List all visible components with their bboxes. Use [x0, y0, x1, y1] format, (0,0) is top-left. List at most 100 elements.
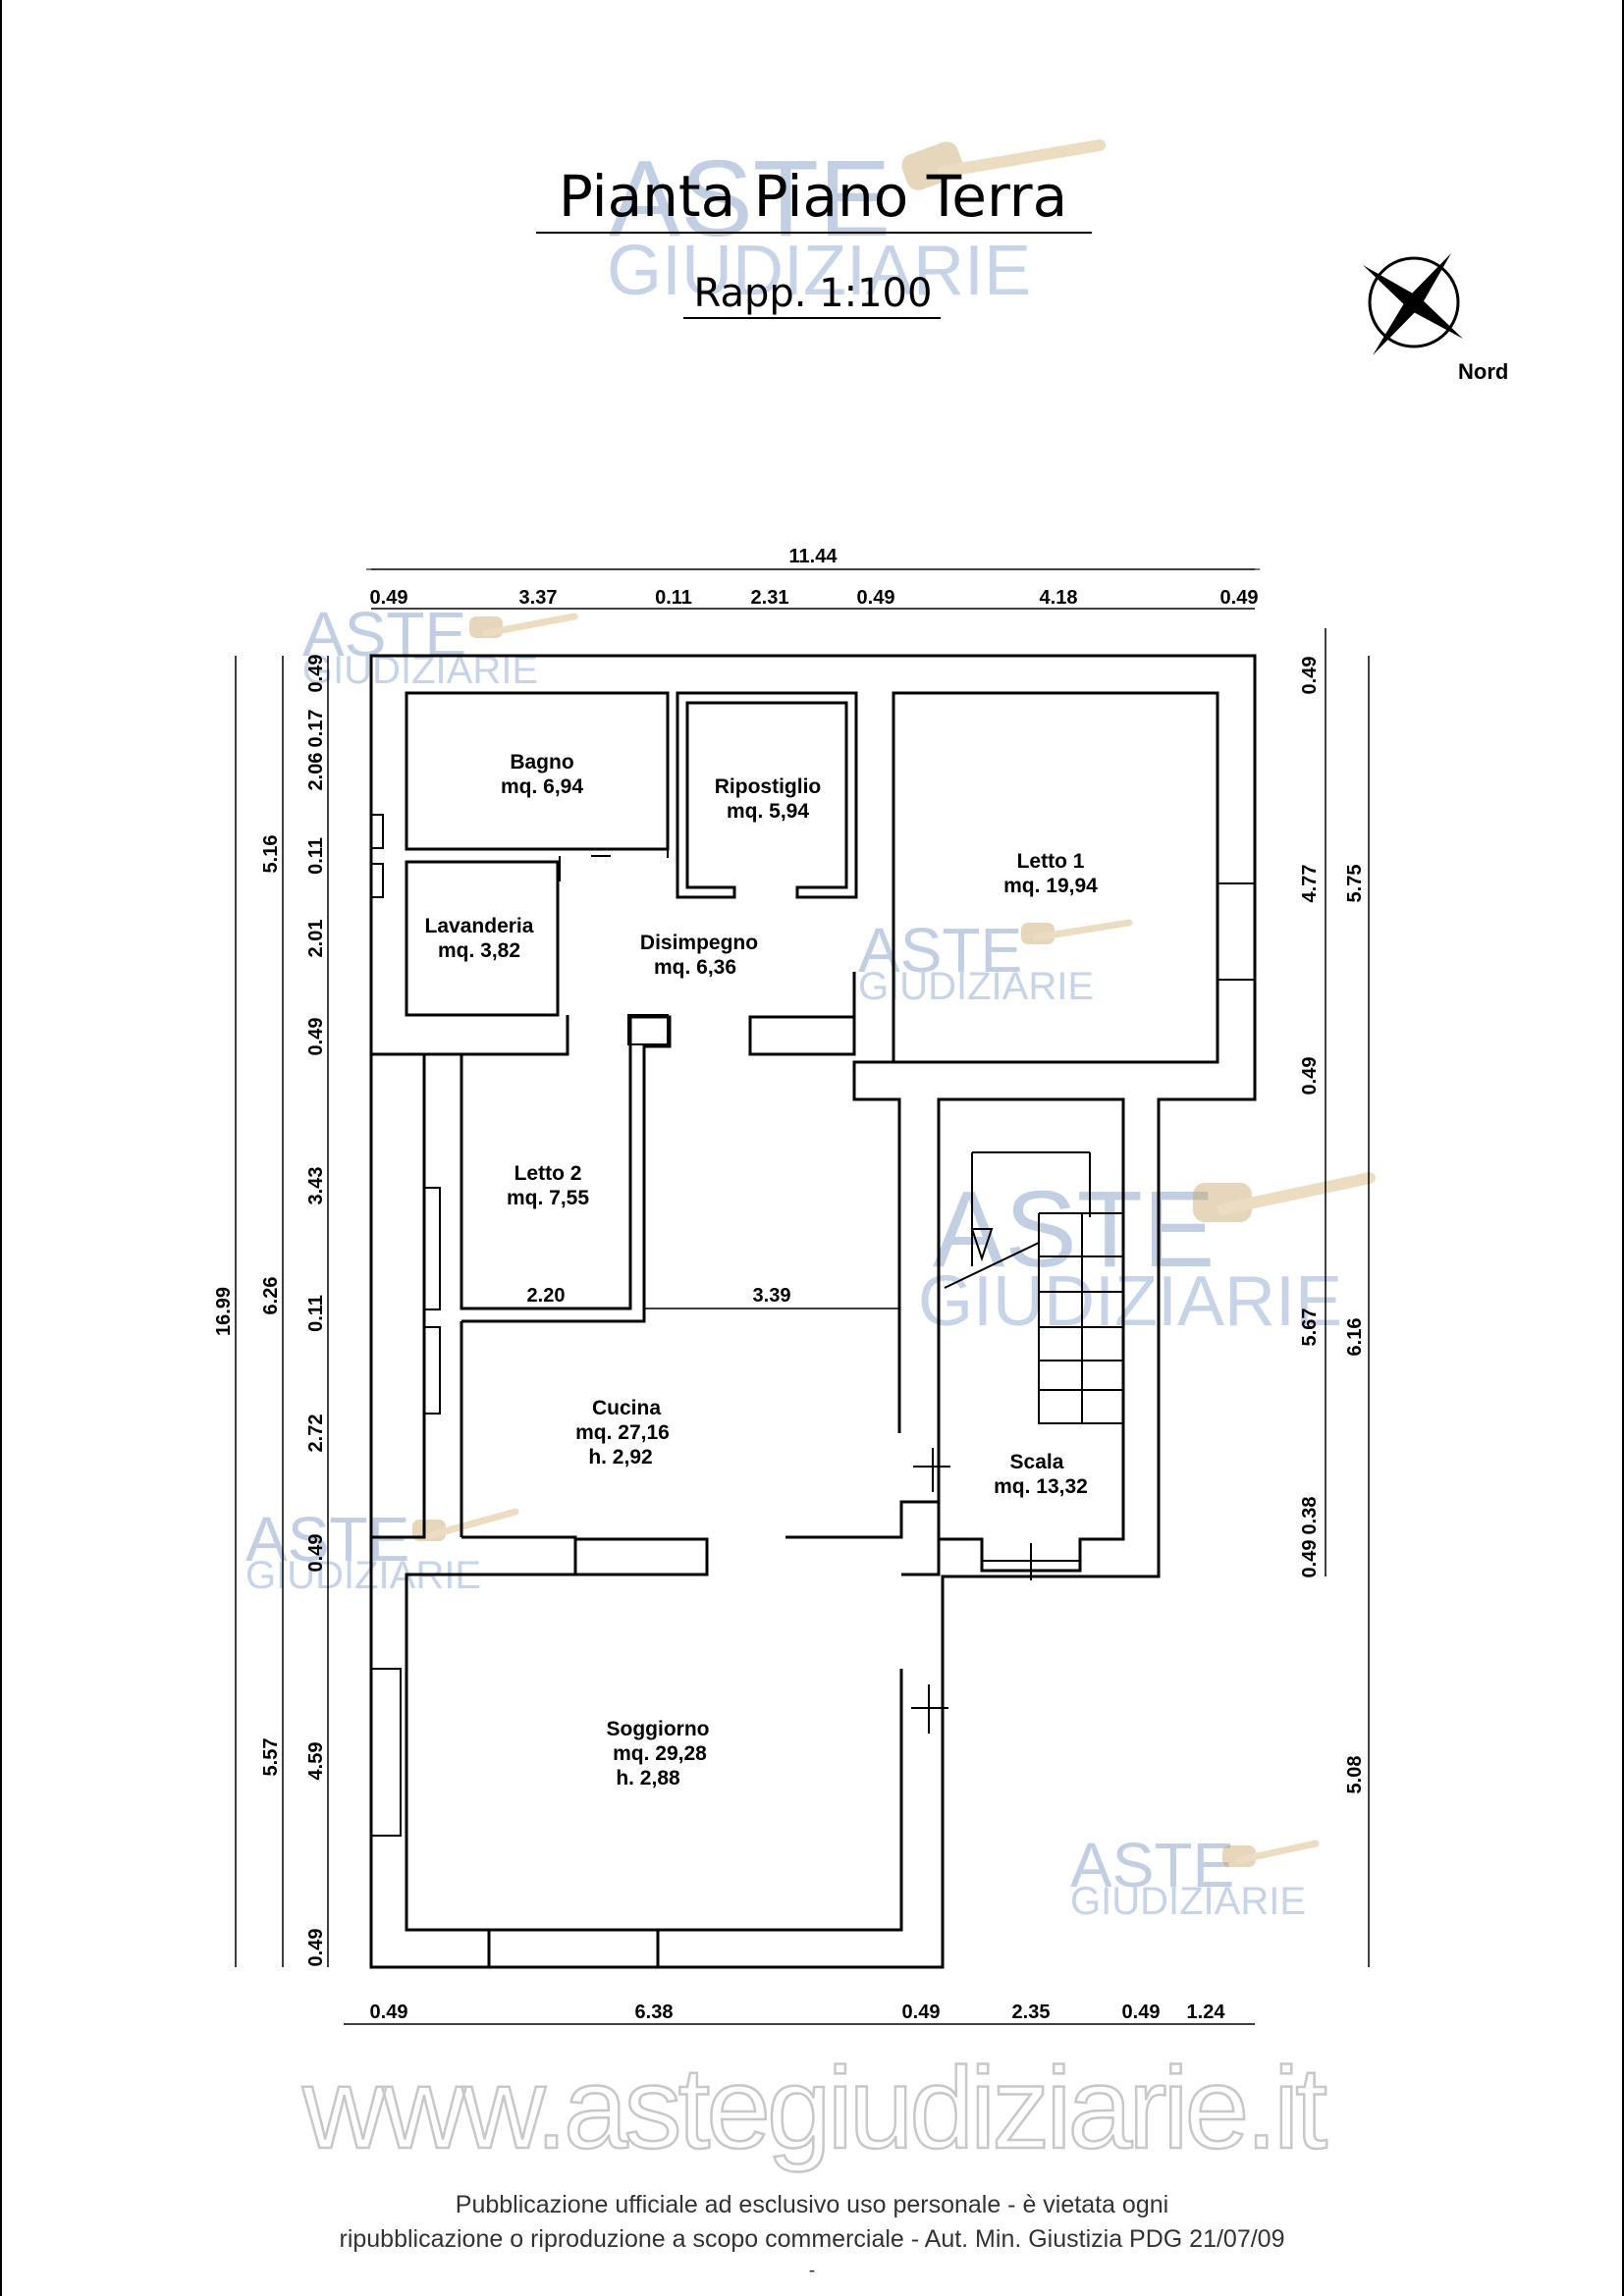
walls — [369, 654, 1257, 1969]
dim-total-width: 11.44 — [789, 546, 839, 567]
dim-left-inner-10: 0.49 — [305, 1534, 327, 1573]
dim-left-inner-1: 0.49 — [305, 655, 327, 693]
gavel-icon — [469, 613, 578, 638]
gavel-icon — [901, 139, 1106, 190]
plan-title: Pianta Piano Terra — [559, 163, 1067, 230]
room-ripostiglio-area: mq. 5,94 — [727, 800, 809, 823]
room-soggiorno-name: Soggiorno — [607, 1718, 710, 1740]
window-letto2 — [423, 1187, 441, 1310]
gavel-icon — [1021, 919, 1133, 944]
dim-right-inner-5: 0.49 — [1299, 1540, 1321, 1578]
dim-left-inner-8: 0.11 — [305, 1295, 327, 1332]
gavel-icon — [1193, 1172, 1376, 1222]
dim-bottom-3: 0.49 — [902, 2002, 941, 2023]
room-cucina-height: h. 2,92 — [588, 1446, 652, 1468]
watermark-giudiziarie: GIUDIZIARIE — [1070, 1880, 1306, 1923]
dim-bottom-1: 0.49 — [370, 2002, 408, 2023]
room-letto2-area: mq. 7,55 — [507, 1187, 589, 1209]
dims-top: 11.44 0.49 3.37 0.11 2.31 0.49 4.18 0.49 — [370, 546, 1259, 609]
room-disimpegno-name: Disimpegno — [640, 932, 758, 954]
dim-right-inner-4: 5.67 — [1299, 1308, 1321, 1347]
dim-bottom-2: 6.38 — [635, 2002, 674, 2023]
watermark-giudiziarie: GIUDIZIARIE — [607, 232, 1031, 310]
title-block: Pianta Piano Terra Rapp. 1:100 — [536, 163, 1092, 319]
room-labels: Bagno mq. 6,94 Ripostiglio mq. 5,94 Lett… — [425, 751, 1099, 1789]
room-ripostiglio-name: Ripostiglio — [715, 775, 822, 798]
dim-interior-2: 3.39 — [753, 1285, 791, 1307]
dim-top-4: 2.31 — [751, 587, 789, 609]
watermark-url: www.astegiudiziarie.it — [301, 2044, 1326, 2173]
dim-bottom-4: 2.35 — [1012, 2002, 1051, 2023]
room-disimpegno-area: mq. 6,36 — [654, 956, 736, 979]
dim-interior-1: 2.20 — [527, 1285, 566, 1307]
dim-bottom-6: 1.24 — [1187, 2002, 1226, 2023]
window-lavanderia — [370, 863, 384, 898]
watermark-left-bottom: ASTE GIUDIZIARIE — [245, 1504, 519, 1597]
dim-left-mid-2: 6.26 — [260, 1277, 282, 1315]
dim-top-7: 0.49 — [1220, 587, 1259, 609]
window-bagno — [370, 814, 384, 849]
watermark-giudiziarie: GIUDIZIARIE — [918, 1262, 1342, 1341]
lavanderia-wall — [405, 860, 560, 1017]
gavel-icon — [1222, 1840, 1320, 1867]
room-soggiorno-area: mq. 29,28 — [613, 1742, 707, 1765]
watermark-stair: ASTE GIUDIZIARIE — [918, 1169, 1376, 1341]
footer-line-1: Pubblicazione ufficiale ad esclusivo uso… — [455, 2191, 1169, 2218]
dim-left-inner-3: 0.17 — [305, 710, 327, 748]
room-letto1-name: Letto 1 — [1017, 850, 1085, 873]
dim-right-inner-1: 0.49 — [1299, 657, 1321, 695]
footer-line-2: ripubblicazione o riproduzione a scopo c… — [339, 2225, 1285, 2253]
dim-left-mid-1: 5.16 — [260, 835, 282, 874]
dim-left-inner-5: 2.01 — [305, 920, 327, 958]
dim-right-outer-2: 6.16 — [1344, 1318, 1366, 1357]
dimension-lines — [235, 568, 1370, 2025]
dim-top-3: 0.11 — [655, 587, 692, 609]
watermark-group: ASTE GIUDIZIARIE ASTE GIUDIZIARIE ASTE G… — [245, 138, 1376, 1923]
cucina-partition — [405, 1500, 941, 1932]
dim-total-height: 16.99 — [213, 1287, 235, 1336]
openings — [370, 814, 1256, 1837]
watermark-aste: ASTE — [1070, 1830, 1234, 1900]
dims-left: 16.99 5.16 6.26 5.57 0.49 2.06 0.17 0.11… — [213, 655, 327, 1967]
watermark-top: ASTE GIUDIZIARIE — [607, 138, 1106, 310]
watermark-right-bottom: ASTE GIUDIZIARIE — [1070, 1830, 1320, 1923]
room-scala-area: mq. 13,32 — [994, 1475, 1088, 1498]
dim-top-5: 0.49 — [857, 587, 895, 609]
dim-left-inner-11: 4.59 — [305, 1742, 327, 1781]
ripostiglio-wall — [676, 691, 858, 899]
window-letto1 — [1217, 882, 1256, 981]
dim-right-inner-3: 0.49 — [1299, 1057, 1321, 1095]
dim-left-inner-6: 0.49 — [305, 1018, 327, 1056]
dims-right: 0.49 4.77 0.49 5.67 0.49 0.38 5.75 6.16 … — [1299, 657, 1366, 1794]
room-letto1-area: mq. 19,94 — [1003, 875, 1098, 897]
room-letto2-name: Letto 2 — [514, 1162, 582, 1185]
dim-left-inner-7: 3.43 — [305, 1167, 327, 1205]
room-cucina-name: Cucina — [592, 1397, 661, 1419]
dim-top-1: 0.49 — [370, 587, 408, 609]
plan-scale: Rapp. 1:100 — [694, 271, 933, 316]
scala-wall — [937, 1097, 1125, 1573]
room-cucina-area: mq. 27,16 — [575, 1421, 670, 1444]
room-scala-name: Scala — [1010, 1451, 1064, 1473]
dims-interior: 2.20 3.39 — [527, 1285, 791, 1307]
watermark-center-right: ASTE GIUDIZIARIE — [858, 915, 1133, 1008]
north-label: Nord — [1458, 359, 1508, 384]
watermark-left-top: ASTE GIUDIZIARIE — [302, 599, 578, 692]
footer-line-3: - — [808, 2260, 816, 2281]
dim-right-outer-1: 5.75 — [1344, 865, 1366, 903]
dim-left-inner-9: 2.72 — [305, 1415, 327, 1453]
room-lavanderia-area: mq. 3,82 — [438, 939, 520, 962]
disimpegno-column — [627, 1014, 669, 1045]
letto1-wall — [892, 691, 1219, 1064]
room-bagno-name: Bagno — [510, 751, 573, 774]
watermark-giudiziarie: GIUDIZIARIE — [858, 965, 1094, 1008]
dim-right-inner-6: 0.38 — [1299, 1497, 1321, 1535]
dims-bottom: 0.49 6.38 0.49 2.35 0.49 1.24 — [370, 2002, 1226, 2023]
dim-left-inner-2: 2.06 — [305, 753, 327, 791]
room-bagno-area: mq. 6,94 — [501, 775, 583, 798]
dim-top-2: 3.37 — [519, 587, 558, 609]
watermark-aste: ASTE — [302, 599, 466, 669]
compass-icon: Nord — [1363, 253, 1508, 384]
